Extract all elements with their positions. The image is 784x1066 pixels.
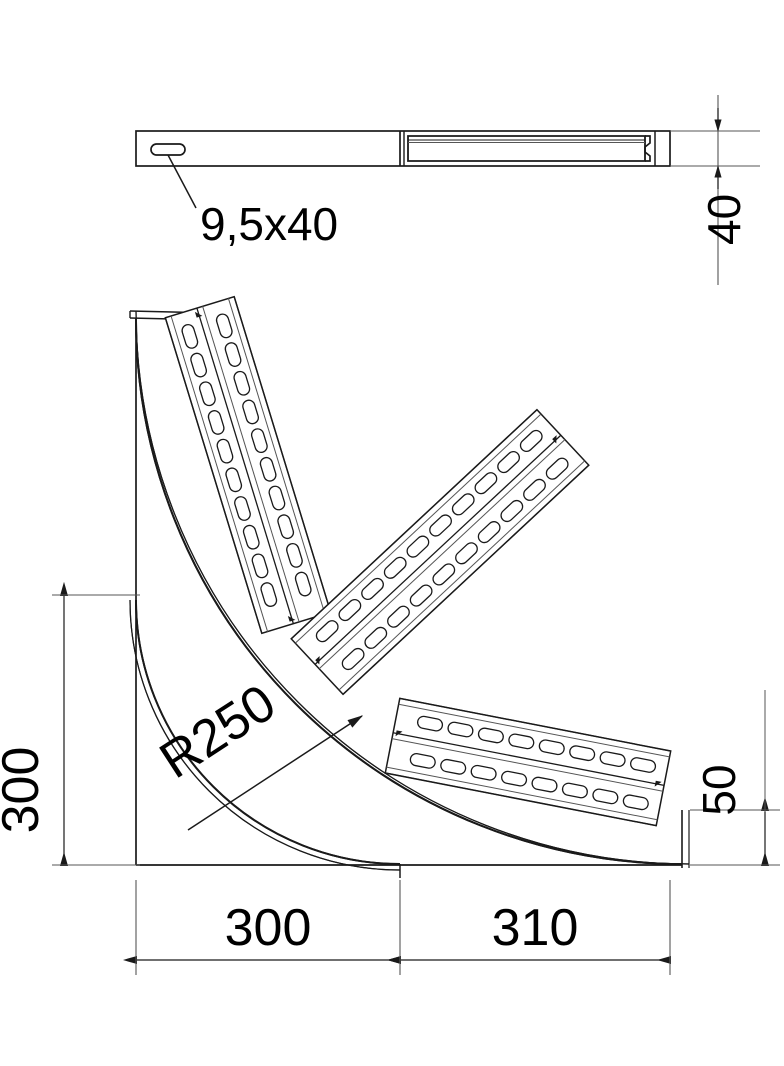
plan-view	[52, 295, 780, 975]
rung-slot-column-b	[215, 313, 312, 597]
rung-lower-right	[384, 697, 672, 827]
rung-slot-column-a	[416, 715, 657, 773]
slot-callout-leader	[167, 154, 197, 209]
side-view-coupler-notch	[644, 135, 651, 162]
radius-leader-line	[187, 715, 364, 831]
profile-height-label: 40	[698, 194, 750, 245]
outer-radius-arc-overlay	[135, 317, 683, 865]
horizontal-300-label: 300	[225, 899, 312, 957]
outer-radius-arc-offset-overlay	[135, 310, 690, 865]
rung-slot-column-a	[181, 323, 278, 607]
vertical-300-label: 300	[0, 747, 50, 834]
horizontal-310-label: 310	[492, 899, 579, 957]
rung-slot-column-a	[315, 429, 543, 643]
side-elevation-view	[135, 95, 760, 285]
slot-size-label: 9,5x40	[200, 198, 338, 250]
rung-slot-column-b	[409, 753, 649, 811]
vertical-50-label: 50	[693, 764, 745, 815]
rung-upper-left	[164, 295, 332, 635]
mounting-slot	[150, 143, 186, 156]
rung-slot-column-b	[341, 457, 569, 671]
inner-radius-arc-offset-overlay	[129, 599, 401, 871]
inner-radius-arc-overlay	[135, 599, 401, 865]
rung-middle-diagonal	[290, 408, 590, 696]
